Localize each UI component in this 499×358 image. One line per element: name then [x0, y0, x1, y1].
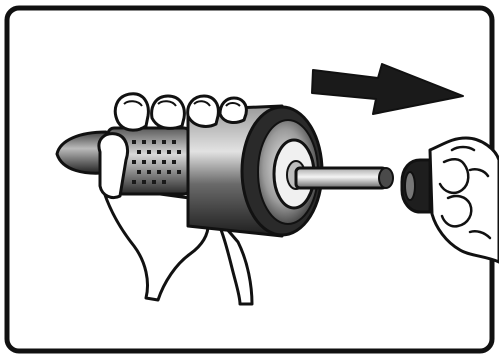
- shaft-icon: [296, 168, 393, 188]
